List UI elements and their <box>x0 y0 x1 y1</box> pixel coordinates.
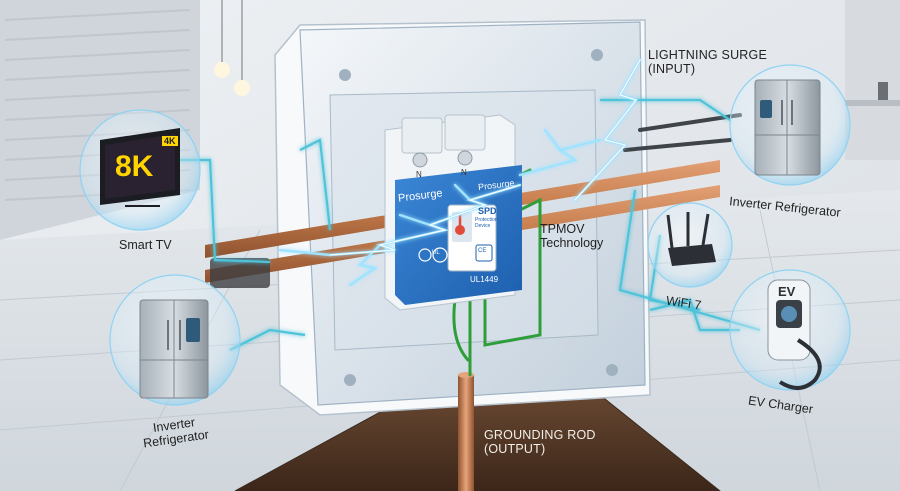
spd-module <box>384 114 522 311</box>
tv-8k-text: 8K <box>115 150 154 183</box>
grounding-rod <box>458 372 474 491</box>
spd-sub-label: Protection Device <box>475 217 498 229</box>
tpmov-label: TPMOV Technology <box>540 222 604 250</box>
right-fridge-bubble <box>729 64 851 186</box>
spd-title-label: SPD <box>478 206 497 216</box>
tv-4k-badge: 4K <box>162 136 178 146</box>
smart-tv-label: Smart TV <box>119 238 172 252</box>
ev-charger-bubble <box>729 269 851 391</box>
terminal-left-label: N <box>416 170 422 179</box>
lightning-core <box>329 59 641 256</box>
pendant-lamps <box>214 0 250 96</box>
shelf-unit <box>845 0 900 160</box>
terminal-right-label: N <box>461 168 467 177</box>
ev-badge: EV <box>778 284 796 299</box>
lightning-surge-label: LIGHTNING SURGE (INPUT) <box>648 48 767 76</box>
ce-mark: CE <box>478 248 487 254</box>
left-fridge-bubble <box>109 274 241 406</box>
ul-mark: UL <box>432 250 440 256</box>
wifi-bubble <box>647 202 733 288</box>
grounding-rod-label: GROUNDING ROD (OUTPUT) <box>484 428 596 456</box>
ground-soil <box>235 385 720 491</box>
cert-label: UL1449 <box>470 275 499 284</box>
